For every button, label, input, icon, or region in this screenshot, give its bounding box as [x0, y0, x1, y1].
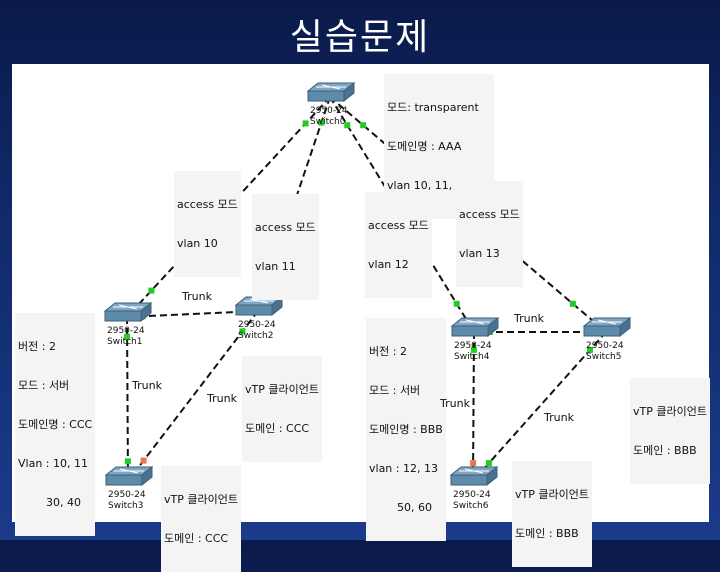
note-line: vTP 클라이언트 — [633, 405, 707, 418]
note-line: 도메인 : CCC — [164, 532, 229, 545]
switch-name-label: Switch5 — [586, 352, 621, 362]
port-up-indicator — [302, 120, 309, 127]
note-line: access 모드 — [255, 221, 316, 234]
note-line: 30, 40 — [18, 496, 81, 509]
note-line: access 모드 — [177, 198, 238, 211]
switch2-config-note: vTP 클라이언트 도메인 : CCC — [242, 356, 322, 462]
note-line: Vlan : 10, 11 — [18, 457, 88, 470]
switch1-config-note: 버전 : 2 모드 : 서버 도메인명 : CCC Vlan : 10, 11 … — [15, 313, 96, 536]
switch6-config-note: vTP 클라이언트 도메인 : BBB — [512, 461, 592, 567]
port-up-indicator — [124, 333, 131, 340]
port-up-indicator — [148, 287, 155, 294]
note-line: vTP 클라이언트 — [245, 383, 319, 396]
switch3-config-note: vTP 클라이언트 도메인 : CCC — [161, 466, 241, 572]
switch-name-label: Switch0 — [310, 117, 346, 127]
switch-name-label: Switch6 — [453, 501, 489, 511]
link-line — [472, 331, 607, 482]
note-line: 버전 : 2 — [18, 340, 56, 353]
note-line: access 모드 — [368, 219, 429, 232]
switch-model-label: 2950-24 — [107, 326, 145, 336]
switch-name-label: Switch2 — [238, 331, 273, 341]
link-line — [472, 331, 475, 482]
switch-model-label: 2950-24 — [238, 320, 276, 330]
switch-name-label: Switch1 — [107, 337, 142, 347]
port-up-indicator — [485, 460, 492, 467]
access-vlan12-note: access 모드 vlan 12 — [365, 192, 432, 298]
note-line: 버전 : 2 — [369, 345, 407, 358]
switch-model-label: 2950-24 — [108, 490, 146, 500]
access-vlan11-note: access 모드 vlan 11 — [252, 194, 319, 300]
port-up-indicator — [239, 328, 246, 335]
switch-model-label: 2950-24 — [310, 106, 348, 116]
note-line: vlan 12 — [368, 258, 409, 271]
switch-model-label: 2950-24 — [453, 490, 491, 500]
port-up-indicator — [318, 119, 325, 126]
link-line — [126, 316, 129, 482]
page-title: 실습문제 — [289, 17, 431, 58]
note-line: access 모드 — [459, 208, 520, 221]
topology-diagram: 2950-24Switch02950-24Switch12950-24Switc… — [103, 81, 632, 511]
note-line: 도메인명 : AAA — [387, 140, 462, 153]
trunk-label: Trunk — [182, 290, 212, 303]
note-line: 도메인명 : BBB — [369, 423, 443, 436]
note-line: 도메인 : BBB — [515, 527, 579, 540]
port-up-indicator — [470, 346, 477, 353]
note-line: 도메인 : BBB — [633, 444, 697, 457]
note-line: 도메인명 : CCC — [18, 418, 93, 431]
port-down-indicator — [470, 460, 477, 467]
note-line: vlan 11 — [255, 260, 296, 273]
port-up-indicator — [124, 458, 131, 465]
switch-model-label: 2950-24 — [586, 341, 624, 351]
switch-name-label: Switch3 — [108, 501, 143, 511]
note-line: vTP 클라이언트 — [515, 488, 589, 501]
switch-model-label: 2950-24 — [454, 341, 492, 351]
switch4-config-note: 버전 : 2 모드 : 서버 도메인명 : BBB vlan : 12, 13 … — [366, 318, 446, 541]
note-line: 모드: transparent — [387, 101, 479, 114]
trunk-label: Trunk — [514, 312, 544, 325]
port-down-indicator — [140, 457, 147, 464]
note-line: vlan 10 — [177, 237, 218, 250]
port-up-indicator — [360, 122, 367, 129]
note-line: vlan : 12, 13 — [369, 462, 438, 475]
port-up-indicator — [453, 300, 460, 307]
trunk-label: Trunk — [544, 411, 574, 424]
trunk-label: Trunk — [440, 397, 470, 410]
port-up-indicator — [587, 346, 594, 353]
note-line: 50, 60 — [369, 501, 432, 514]
note-line: vTP 클라이언트 — [164, 493, 238, 506]
note-line: 도메인 : CCC — [245, 422, 310, 435]
link-line — [127, 310, 259, 482]
note-line: vlan 13 — [459, 247, 500, 260]
switch-name-label: Switch4 — [454, 352, 490, 362]
note-line: 모드 : 서버 — [18, 379, 70, 392]
port-up-indicator — [344, 122, 351, 129]
access-vlan10-note: access 모드 vlan 10 — [174, 171, 241, 277]
trunk-label: Trunk — [132, 379, 162, 392]
port-up-indicator — [569, 300, 576, 307]
switch5-config-note: vTP 클라이언트 도메인 : BBB — [630, 378, 710, 484]
note-line: 모드 : 서버 — [369, 384, 421, 397]
trunk-label: Trunk — [207, 392, 237, 405]
access-vlan13-note: access 모드 vlan 13 — [456, 181, 523, 287]
